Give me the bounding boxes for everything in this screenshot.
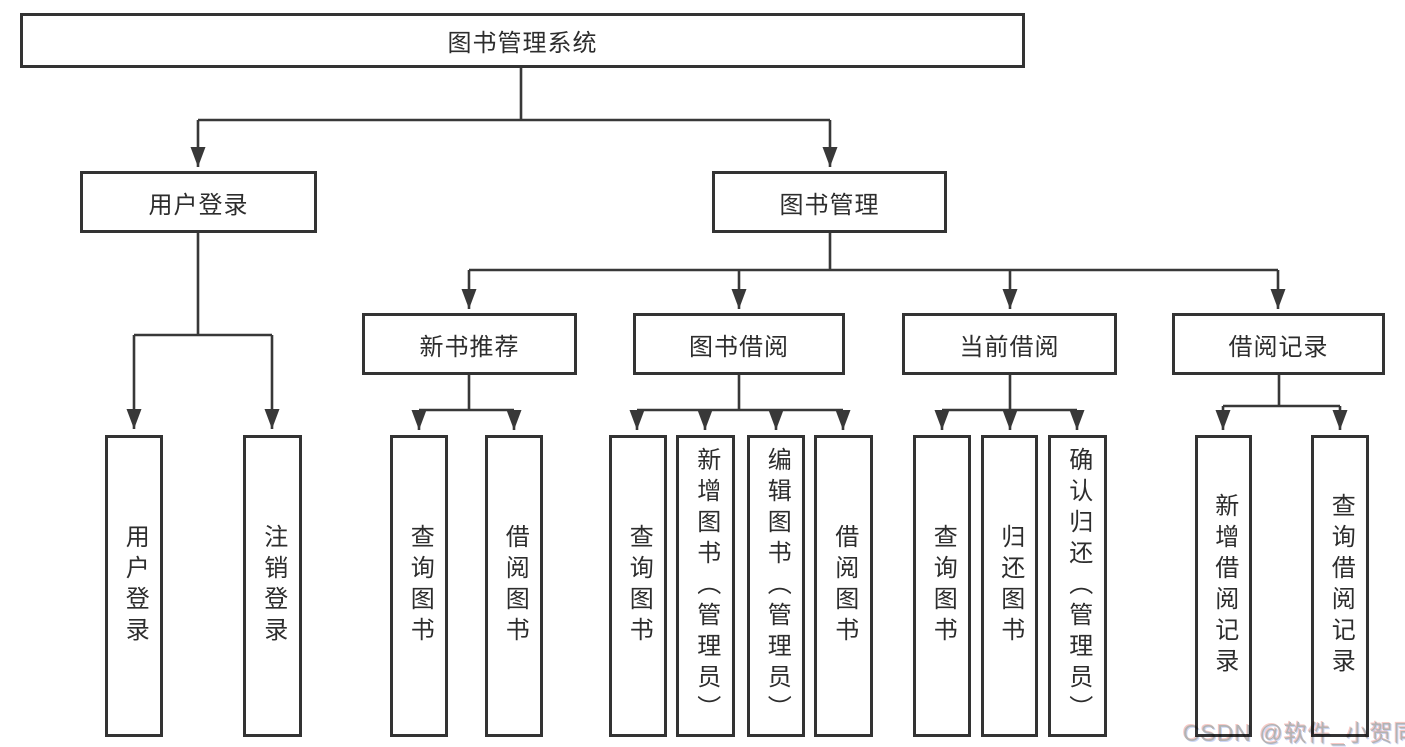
leaf-add-book-admin-label: 新增图书（管理员）	[692, 446, 720, 726]
leaf-add-book-admin: 新增图书（管理员）	[676, 435, 735, 737]
node-book-management-label: 图书管理	[779, 191, 880, 219]
leaf-borrow-books-1-label: 借阅图书	[501, 524, 529, 648]
leaf-add-borrow-record-label: 新增借阅记录	[1210, 493, 1238, 679]
leaf-borrow-books-2-label: 借阅图书	[830, 524, 858, 648]
connector-book-mgmt-children	[461, 233, 1286, 309]
leaf-edit-book-admin: 编辑图书（管理员）	[747, 435, 805, 737]
node-user-login-label: 用户登录	[148, 191, 249, 219]
node-current-borrowing: 当前借阅	[902, 313, 1117, 375]
node-new-book-recommend: 新书推荐	[362, 313, 577, 375]
csdn-watermark: CSDN @软件_小贺同学	[1183, 720, 1405, 746]
node-new-book-recommend-label: 新书推荐	[419, 333, 520, 361]
leaf-confirm-return-admin-label: 确认归还（管理员）	[1064, 446, 1092, 726]
connector-current-borrow-children	[934, 374, 1085, 430]
node-borrowing-records: 借阅记录	[1172, 313, 1385, 375]
leaf-query-books-2: 查询图书	[609, 435, 667, 737]
leaf-return-book-label: 归还图书	[996, 524, 1024, 648]
node-book-borrowing: 图书借阅	[633, 313, 845, 375]
connector-root-to-level2	[190, 67, 838, 167]
leaf-user-login: 用户登录	[105, 435, 163, 737]
leaf-add-borrow-record: 新增借阅记录	[1195, 435, 1252, 737]
leaf-borrow-books-2: 借阅图书	[814, 435, 873, 737]
node-library-system: 图书管理系统	[20, 13, 1025, 68]
leaf-return-book: 归还图书	[981, 435, 1038, 737]
leaf-query-borrow-record-label: 查询借阅记录	[1327, 493, 1355, 679]
connector-user-login-children	[126, 233, 280, 429]
node-book-borrowing-label: 图书借阅	[689, 333, 789, 361]
leaf-query-books-3-label: 查询图书	[929, 524, 957, 648]
leaf-logout: 注销登录	[243, 435, 302, 737]
leaf-user-login-label: 用户登录	[121, 524, 149, 648]
connector-book-borrow-children	[629, 374, 851, 430]
leaf-query-books-2-label: 查询图书	[625, 524, 653, 648]
connector-borrow-record-children	[1215, 374, 1348, 430]
leaf-edit-book-admin-label: 编辑图书（管理员）	[763, 446, 791, 726]
connector-new-book-children	[411, 374, 522, 430]
leaf-query-books-3: 查询图书	[913, 435, 971, 737]
leaf-query-borrow-record: 查询借阅记录	[1311, 435, 1369, 737]
node-borrowing-records-label: 借阅记录	[1228, 333, 1329, 361]
node-current-borrowing-label: 当前借阅	[959, 333, 1060, 361]
node-user-login: 用户登录	[80, 171, 317, 233]
leaf-logout-label: 注销登录	[259, 524, 287, 648]
leaf-confirm-return-admin: 确认归还（管理员）	[1048, 435, 1107, 737]
leaf-query-books-1: 查询图书	[390, 435, 448, 737]
leaf-borrow-books-1: 借阅图书	[485, 435, 543, 737]
leaf-query-books-1-label: 查询图书	[406, 524, 434, 648]
node-library-system-label: 图书管理系统	[447, 30, 598, 57]
node-book-management: 图书管理	[712, 171, 947, 233]
